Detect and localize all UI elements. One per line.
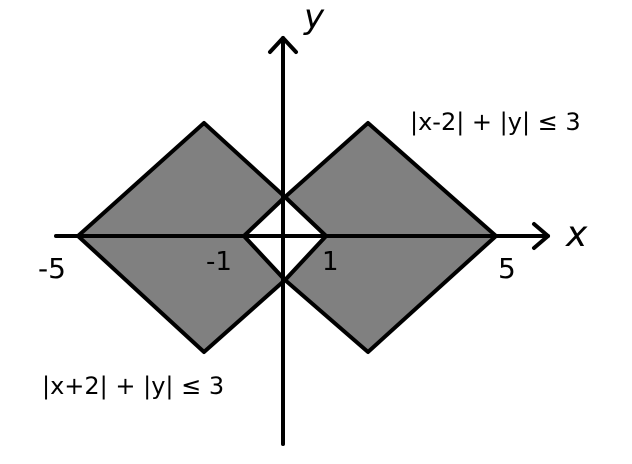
y-axis-label: y [303, 0, 325, 37]
tick-label-five: 5 [498, 252, 516, 285]
tick-label-neg-one: -1 [206, 247, 232, 277]
tick-label-one: 1 [322, 247, 339, 277]
tick-label-neg-five: -5 [38, 252, 66, 285]
x-axis-label: x [565, 214, 588, 255]
x-axis-arrow [532, 222, 550, 250]
left-region-label: |x+2| + |y| ≤ 3 [42, 372, 224, 400]
y-axis-arrow [268, 36, 298, 54]
right-region-label: |x-2| + |y| ≤ 3 [410, 108, 581, 136]
